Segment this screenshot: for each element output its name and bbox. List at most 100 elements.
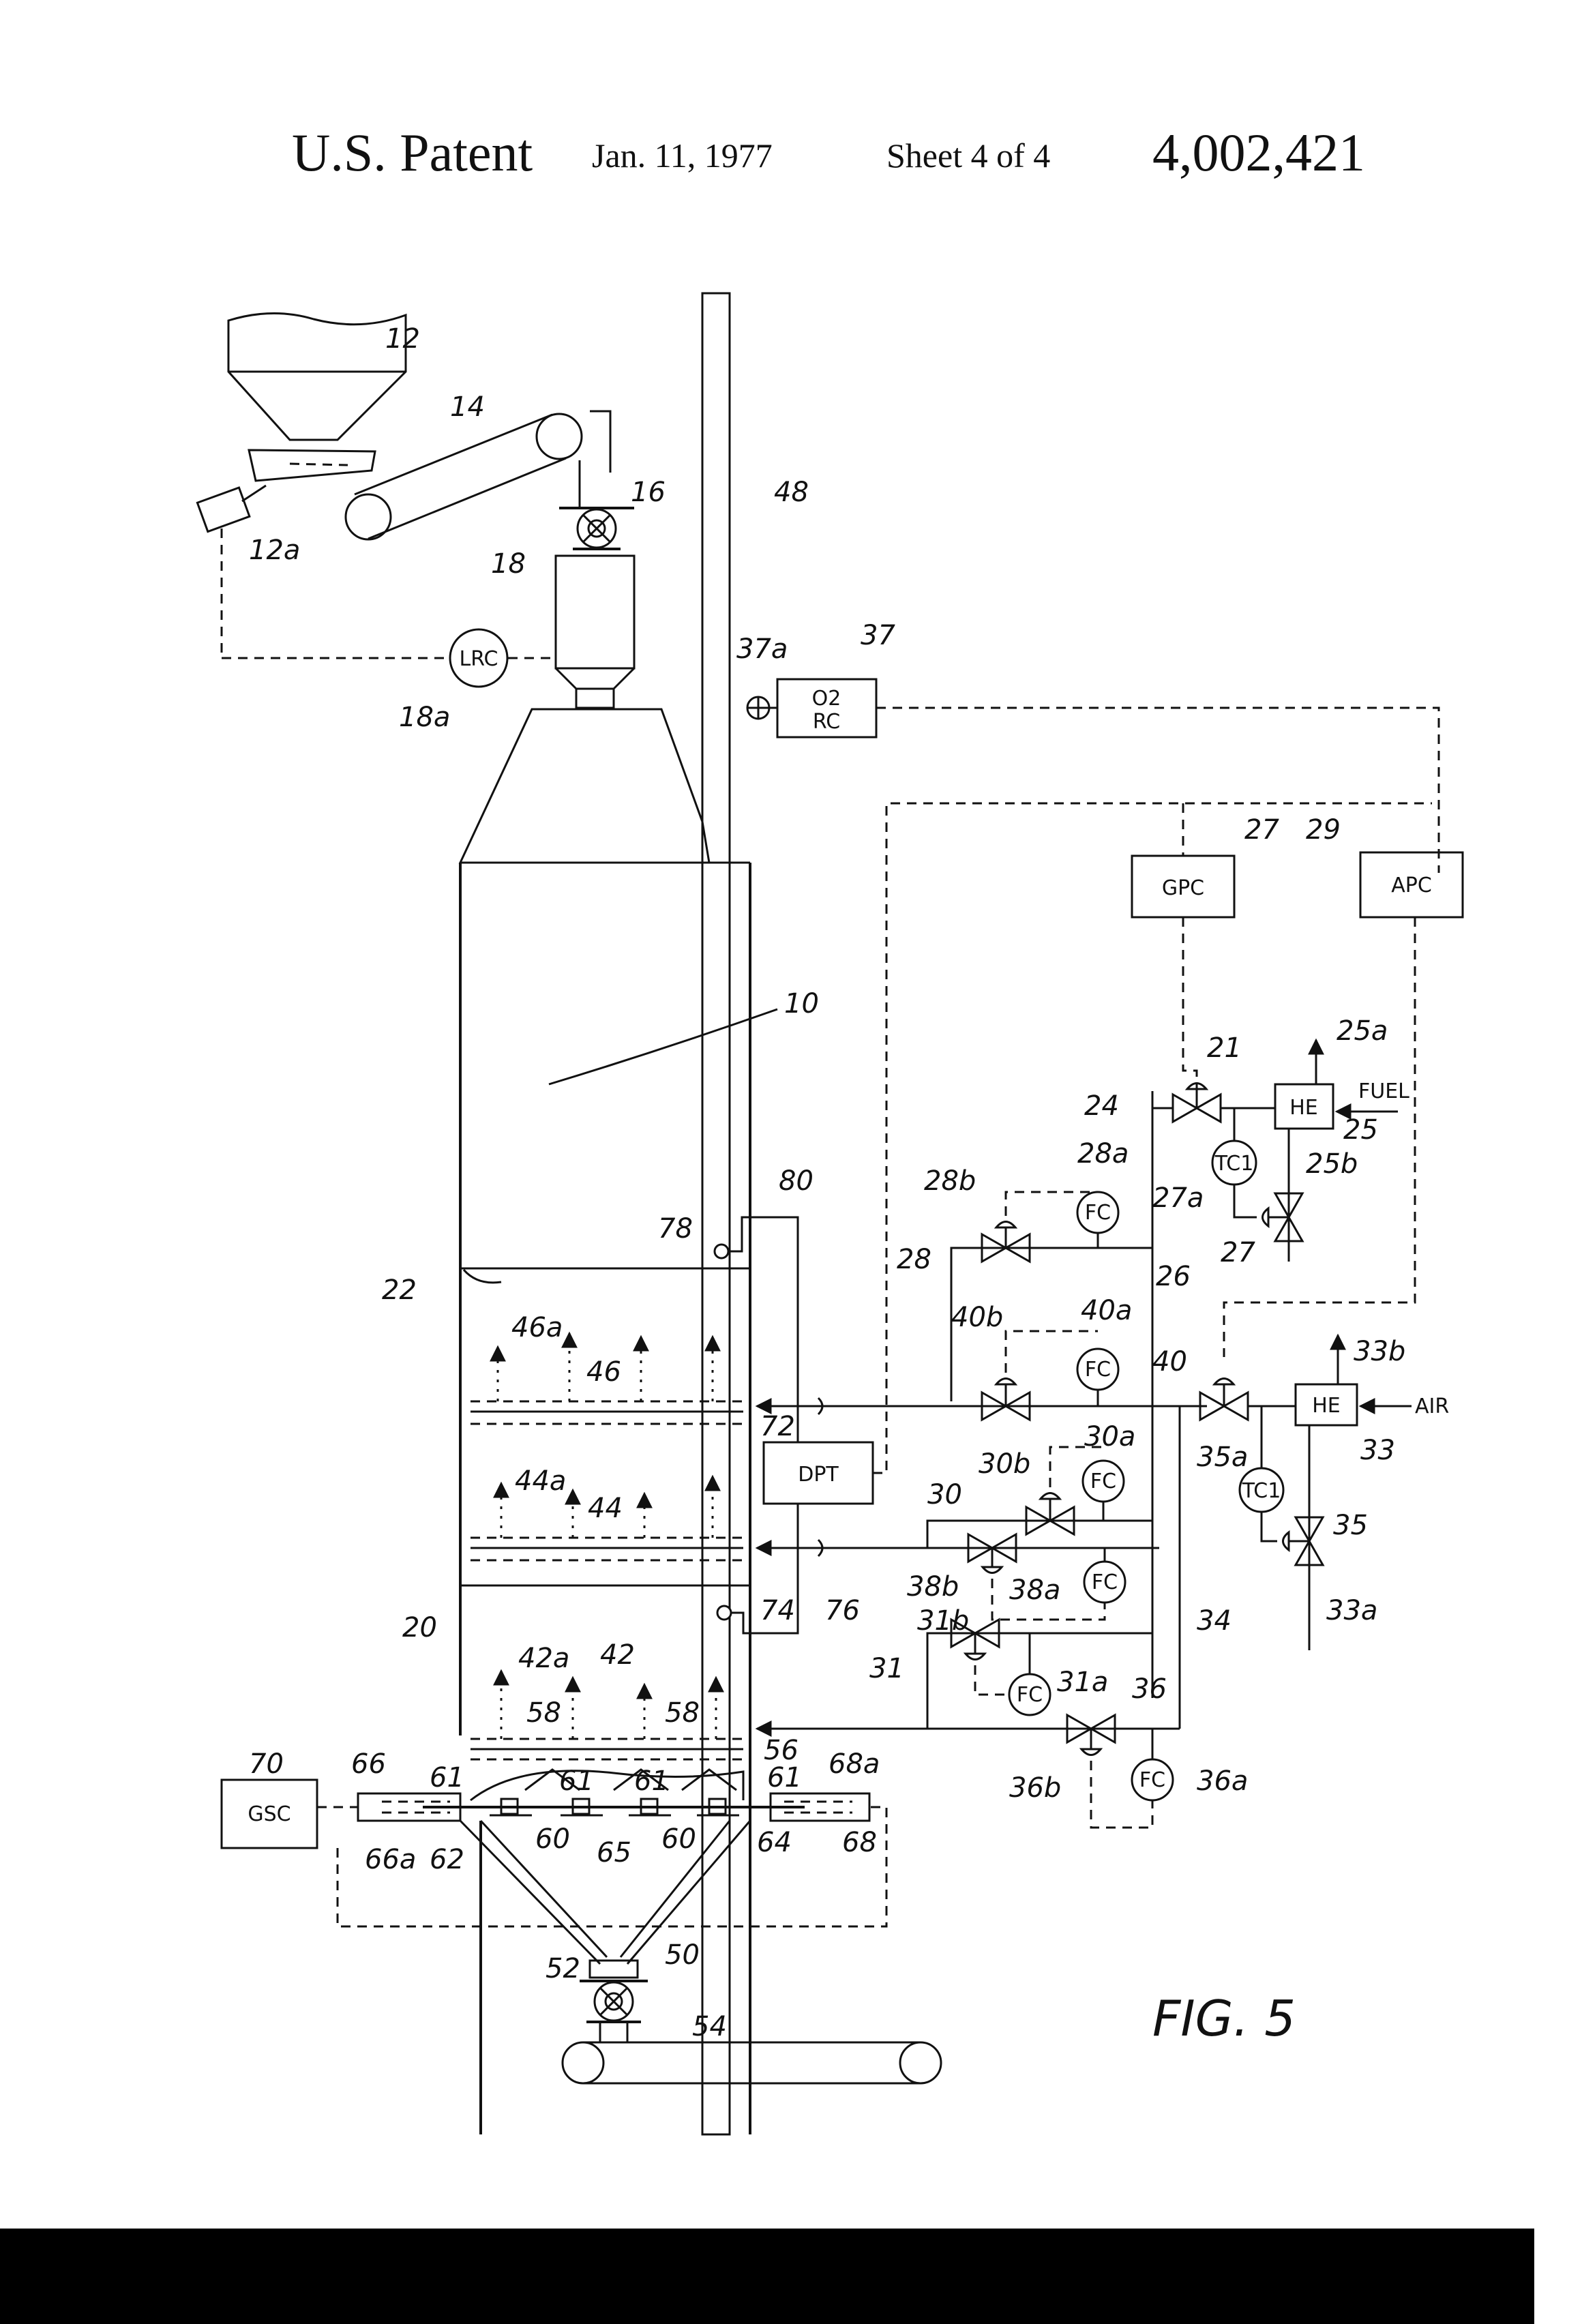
he-label-25: HE	[1289, 1096, 1318, 1120]
differential-pressure-transmitter-72: DPT	[764, 1442, 873, 1504]
feed-chute	[590, 411, 610, 473]
apc-label: APC	[1391, 874, 1432, 897]
ref-36a: 36a	[1197, 1766, 1248, 1797]
gas-pressure-controller-27: GPC	[1132, 856, 1234, 917]
tc1-label-27a: TC1	[1214, 1152, 1254, 1176]
ref-62: 62	[430, 1844, 464, 1875]
o2-signal-line	[876, 708, 1439, 873]
ref-27a: 27a	[1152, 1182, 1204, 1214]
ref-70: 70	[249, 1748, 284, 1780]
ref-37: 37	[861, 620, 895, 651]
ref-61d: 61	[767, 1762, 802, 1793]
ref-80: 80	[779, 1165, 814, 1197]
ref-36b: 36b	[1009, 1772, 1061, 1804]
ref-72: 72	[760, 1411, 795, 1442]
ref-50: 50	[665, 1939, 700, 1971]
ref-44a: 44a	[515, 1465, 566, 1497]
reactor-vessel-10	[460, 863, 750, 1735]
fuel-valve-27	[1263, 1193, 1303, 1241]
ref-64: 64	[757, 1827, 792, 1858]
ref-31b: 31b	[917, 1605, 969, 1637]
ref-18a: 18a	[399, 702, 450, 733]
ref-48: 48	[774, 477, 809, 508]
o2-label: O2	[812, 687, 841, 711]
dpt-label: DPT	[798, 1463, 839, 1487]
ref-16: 16	[631, 477, 666, 508]
fc-label-40a: FC	[1085, 1358, 1111, 1382]
ref-30b: 30b	[979, 1448, 1030, 1480]
rotary-valve-52	[595, 1982, 633, 2021]
header-patent-number: 4,002,421	[1152, 123, 1365, 182]
control-valve-21	[1173, 1084, 1221, 1122]
ref-61b: 61	[559, 1766, 594, 1797]
scan-bottom-bar	[0, 2229, 1534, 2324]
fc-label-31a: FC	[1017, 1683, 1043, 1707]
ref-25b: 25b	[1306, 1148, 1358, 1180]
gpc-output-signal	[1183, 917, 1197, 1091]
ref-46a: 46a	[511, 1312, 563, 1343]
heat-exchanger-25: HE	[1275, 1084, 1333, 1129]
ref-36: 36	[1132, 1673, 1167, 1705]
feeder-motor	[197, 486, 266, 532]
ref-28: 28	[897, 1244, 931, 1275]
ref-66a: 66a	[365, 1844, 416, 1875]
pressure-tap-78	[715, 1245, 728, 1258]
ref-61c: 61	[634, 1766, 669, 1797]
ref-68a: 68a	[829, 1748, 880, 1780]
ref-28b: 28b	[924, 1165, 976, 1197]
ref-34: 34	[1197, 1605, 1232, 1637]
ref-14: 14	[450, 391, 485, 423]
reactor-top-cone	[460, 709, 709, 863]
flow-controller-40a: FC	[1077, 1349, 1118, 1406]
ref-61a: 61	[430, 1762, 464, 1793]
ref-37a: 37a	[736, 634, 788, 665]
ref-35a: 35a	[1197, 1442, 1248, 1473]
ref-27b: 27	[1221, 1237, 1255, 1268]
ref-74: 74	[760, 1595, 795, 1626]
ref-46: 46	[586, 1356, 621, 1388]
ref-24: 24	[1084, 1090, 1119, 1122]
fc-label-38a: FC	[1092, 1570, 1118, 1594]
ref-52: 52	[546, 1953, 580, 1984]
ref-38a: 38a	[1009, 1575, 1060, 1606]
ref-33a: 33a	[1326, 1595, 1377, 1626]
header-title: U.S. Patent	[292, 123, 533, 182]
ref-76: 76	[825, 1595, 860, 1626]
header-date: Jan. 11, 1977	[592, 136, 773, 175]
ref-60b: 60	[661, 1823, 696, 1855]
control-valve-28b	[982, 1222, 1030, 1262]
figure-label: FIG. 5	[1152, 1990, 1296, 2047]
control-valve-40	[1200, 1379, 1248, 1420]
pressure-tap-74	[717, 1606, 731, 1620]
pressure-line-80	[728, 1217, 798, 1442]
ref-58a: 58	[526, 1697, 561, 1729]
ref-42: 42	[600, 1639, 635, 1671]
leader-10	[549, 1009, 777, 1084]
feed-conveyor	[346, 414, 582, 539]
ref-25a: 25a	[1337, 1015, 1388, 1047]
ref-35: 35	[1333, 1510, 1368, 1541]
o2-analyzer-probe-37a	[747, 697, 769, 719]
ref-12a: 12a	[249, 535, 300, 566]
ref-31a: 31a	[1057, 1667, 1108, 1698]
ref-78: 78	[658, 1213, 693, 1245]
temperature-controller-27a: TC1	[1212, 1108, 1257, 1217]
ref-44: 44	[588, 1493, 623, 1524]
lrc-label: LRC	[459, 647, 498, 671]
ref-22: 22	[382, 1275, 417, 1306]
ref-29: 29	[1306, 814, 1341, 846]
air-pressure-controller-29: APC	[1360, 852, 1463, 917]
outlet-50	[590, 1961, 638, 1978]
ref-12: 12	[385, 323, 420, 355]
ref-40b: 40b	[951, 1302, 1003, 1333]
air-valve-35	[1283, 1517, 1324, 1565]
fc-label-28a: FC	[1085, 1201, 1111, 1225]
ref-25: 25	[1343, 1114, 1378, 1146]
ref-40a: 40a	[1081, 1295, 1132, 1326]
ref-54: 54	[692, 2011, 727, 2042]
ref-65: 65	[597, 1837, 631, 1868]
ref-20: 20	[402, 1612, 437, 1643]
discharge-conveyor-54	[563, 2042, 941, 2083]
ref-21: 21	[1207, 1032, 1242, 1064]
level-recorder-controller-18a: LRC	[450, 629, 507, 687]
